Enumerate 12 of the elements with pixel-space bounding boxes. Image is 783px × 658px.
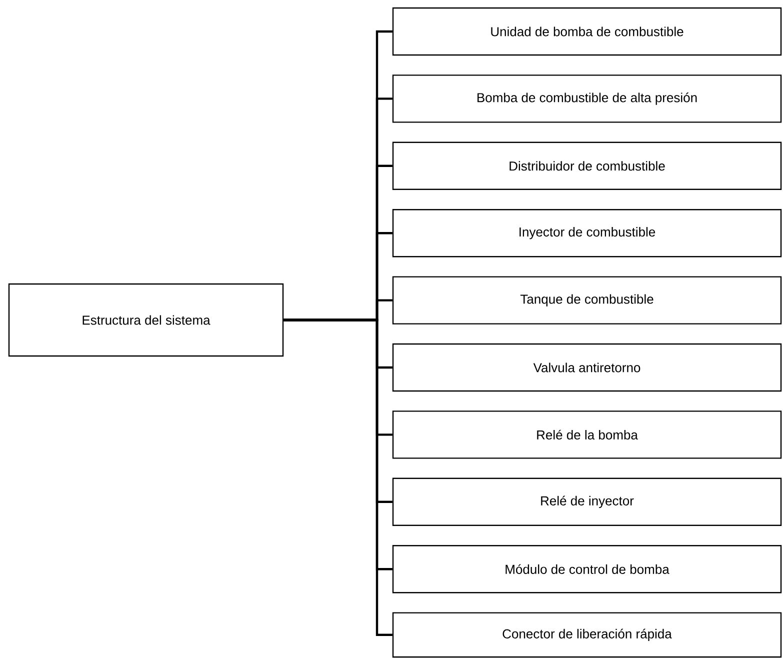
box: Inyector de combustible <box>392 209 782 258</box>
box: Distribuidor de combustible <box>392 142 782 190</box>
box: Unidad de bomba de combustible <box>392 7 782 56</box>
box: Relé de inyector <box>392 478 782 526</box>
box: Relé de la bomba <box>392 410 782 459</box>
box: Valvula antiretorno <box>392 343 782 392</box>
box: Conector de liberación rápida <box>392 612 782 658</box>
connector-line <box>284 318 392 636</box>
box: Tanque de combustible <box>392 276 782 324</box>
box: Bomba de combustible de alta presión <box>392 74 782 123</box>
box: Módulo de control de bomba <box>392 545 782 594</box>
box: Estructura del sistema <box>8 283 284 357</box>
